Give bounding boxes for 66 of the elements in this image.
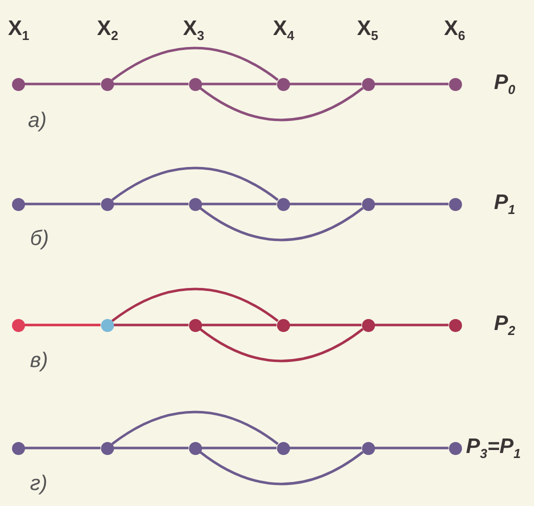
- path-label: P$_{0}$: [494, 72, 516, 96]
- graph-edge: [24, 446, 100, 450]
- graph-edge: [114, 324, 188, 326]
- vertex-dot: [362, 78, 374, 90]
- graph-edge: [290, 324, 362, 326]
- graph-edge: [114, 82, 188, 86]
- graph-edge: [290, 82, 362, 86]
- vertex-dot: [188, 78, 202, 90]
- vertex-dot: [12, 78, 24, 90]
- vertex-dot: [100, 442, 114, 454]
- panel-label: г): [30, 473, 48, 494]
- panel-label: а): [28, 110, 47, 131]
- vertex-label: X$_{1}$: [8, 18, 30, 42]
- arc-edge: [111, 166, 279, 202]
- graph-edge: [202, 446, 276, 450]
- vertex-dot: [276, 442, 290, 454]
- graph-edge: [374, 82, 448, 86]
- arc-edge: [199, 87, 364, 122]
- graph-edge: [374, 202, 448, 206]
- vertex-dot: [448, 198, 462, 210]
- arc-edge: [199, 451, 364, 486]
- graph-edge: [290, 446, 362, 450]
- vertex-label: X$_{2}$: [97, 18, 118, 42]
- graph-edge: [24, 82, 100, 86]
- vertex-label: X$_{4}$: [273, 18, 294, 42]
- arc-edge: [199, 207, 364, 242]
- vertex-dot: [276, 198, 290, 210]
- vertex-dot: [448, 78, 462, 90]
- vertex-label: X$_{3}$: [183, 18, 204, 42]
- graph-edge: [290, 202, 362, 206]
- graph-edge: [24, 202, 100, 206]
- vertex-dot: [448, 318, 462, 332]
- arc-edge: [111, 410, 279, 446]
- arc-edge: [111, 46, 279, 82]
- path-label: P$_{2}$: [494, 313, 516, 338]
- graph-edge: [114, 446, 188, 450]
- graph-edge: [114, 202, 188, 206]
- vertex-dot: [100, 318, 114, 332]
- vertex-dot: [448, 442, 462, 454]
- vertex-dot: [12, 442, 24, 454]
- graph-edge: [374, 324, 448, 326]
- graph-edge: [202, 324, 276, 326]
- vertex-dot: [188, 442, 202, 454]
- path-label: P$_{3}$=P$_{1}$: [466, 436, 521, 460]
- graph-edge: [24, 324, 100, 326]
- panel-label: б): [30, 228, 49, 249]
- panel-label: в): [30, 350, 48, 371]
- vertex-dot: [276, 78, 290, 90]
- vertex-dot: [188, 198, 202, 210]
- arc-edge: [199, 328, 364, 362]
- arc-edge: [111, 288, 279, 322]
- vertex-dot: [362, 442, 374, 454]
- vertex-dot: [100, 198, 114, 210]
- graph-edge: [374, 446, 448, 450]
- vertex-dot: [188, 318, 202, 332]
- vertex-dot: [362, 318, 374, 332]
- vertex-label: X$_{5}$: [357, 18, 378, 42]
- graph-edge: [202, 202, 276, 206]
- vertex-dot: [12, 198, 24, 210]
- vertex-dot: [12, 318, 24, 332]
- vertex-dot: [276, 318, 290, 332]
- vertex-label: X$_{6}$: [444, 18, 466, 42]
- vertex-dot: [362, 198, 374, 210]
- vertex-dot: [100, 78, 114, 90]
- graph-edge: [202, 82, 276, 86]
- path-label: P$_{1}$: [494, 192, 516, 216]
